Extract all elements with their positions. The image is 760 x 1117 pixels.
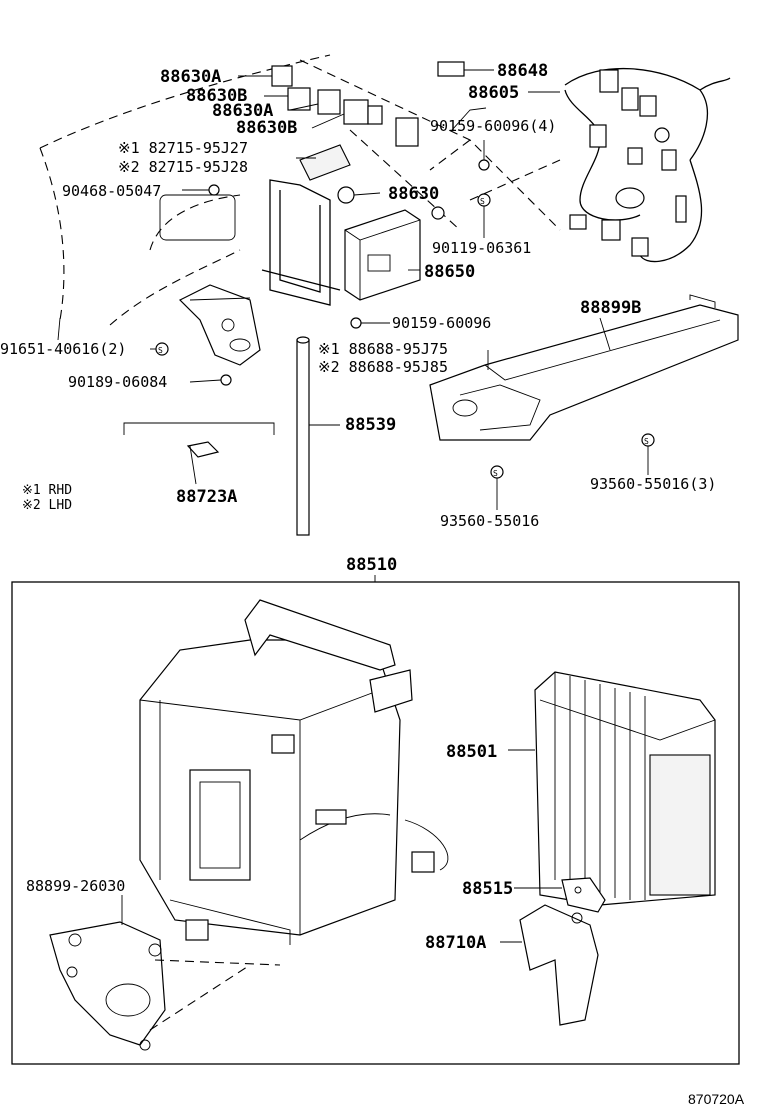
relay-cluster <box>271 65 419 204</box>
label-93560-55016-3: 93560-55016(3) <box>590 475 716 493</box>
label-88899b: 88899B <box>580 298 641 318</box>
label-91651-40616: 91651-40616(2) <box>0 340 126 358</box>
svg-text:S: S <box>158 346 163 355</box>
leader-lines-upper <box>57 69 649 510</box>
label-90159-60096: 90159-60096 <box>392 314 491 332</box>
label-88688-95j75: ※1 88688-95J75 <box>318 340 448 358</box>
diagram-id: 870720A <box>688 1091 745 1107</box>
svg-text:S: S <box>480 197 485 206</box>
label-88510: 88510 <box>346 555 397 575</box>
label-88650: 88650 <box>424 262 475 282</box>
ac-unit-housing <box>139 599 449 945</box>
label-88630: 88630 <box>388 184 439 204</box>
label-88630b-1: 88630B <box>186 86 247 106</box>
pipe-88710a <box>500 904 599 1026</box>
label-88899-26030: 88899-26030 <box>26 877 125 895</box>
label-plate-88723a <box>123 422 275 458</box>
bracket-88899-26030 <box>49 895 281 1051</box>
label-90119-06361: 90119-06361 <box>432 239 531 257</box>
label-90189-06084: 90189-06084 <box>68 373 167 391</box>
label-88515: 88515 <box>462 879 513 899</box>
evaporator-88501 <box>534 671 716 906</box>
label-88710a: 88710A <box>425 933 486 953</box>
label-88630a-1: 88630A <box>160 67 221 87</box>
label-88688-95j85: ※2 88688-95J85 <box>318 358 448 376</box>
connector-88648 <box>437 61 465 77</box>
part-labels: 88630A 88630B 88630A 88630B ※1 82715-95J… <box>0 61 745 1107</box>
rod-88539 <box>296 336 310 536</box>
label-82715-95j28: ※2 82715-95J28 <box>118 158 248 176</box>
label-88501: 88501 <box>446 742 497 762</box>
legend-lhd: ※2 LHD <box>22 498 72 513</box>
duct-88899b <box>429 294 739 441</box>
svg-text:S: S <box>644 437 649 446</box>
ecu-module-88650 <box>344 209 421 301</box>
label-88648: 88648 <box>497 61 548 81</box>
label-88630a-2: 88630A <box>212 101 273 121</box>
label-88539: 88539 <box>345 415 396 435</box>
label-90159-60096-4: 90159-60096(4) <box>430 117 556 135</box>
label-88630b-2: 88630B <box>236 118 297 138</box>
label-82715-95j27: ※1 82715-95J27 <box>118 139 248 157</box>
label-88605: 88605 <box>468 83 519 103</box>
legend-rhd: ※1 RHD <box>22 483 72 498</box>
wire-harness-88605 <box>564 67 731 263</box>
label-93560-55016: 93560-55016 <box>440 512 539 530</box>
expansion-valve-88515 <box>514 877 606 913</box>
svg-text:S: S <box>493 469 498 478</box>
label-90468-05047: 90468-05047 <box>62 182 161 200</box>
mounting-bracket-left <box>178 284 261 366</box>
label-88723a: 88723A <box>176 487 237 507</box>
relay-bracket <box>261 179 341 306</box>
assembly-frame-88510 <box>11 581 740 1065</box>
